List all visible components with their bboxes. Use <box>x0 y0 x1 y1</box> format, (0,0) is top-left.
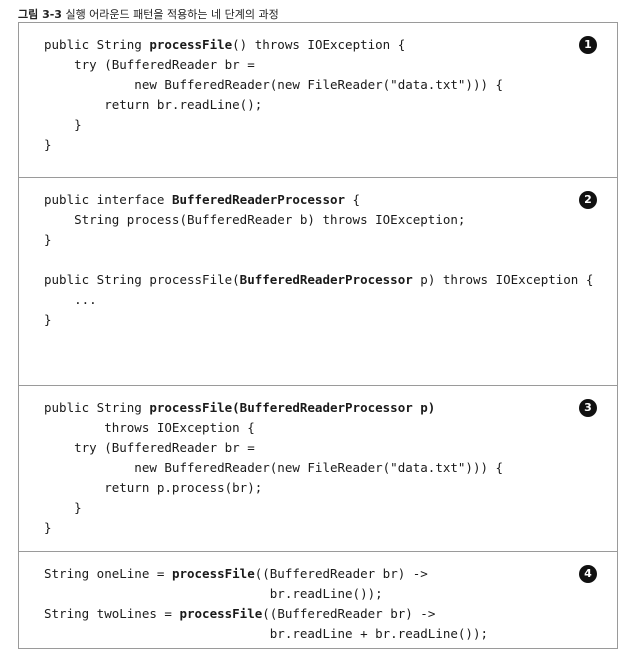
code-line: return br.readLine(); <box>44 95 503 115</box>
code-line: public String processFile(BufferedReader… <box>44 270 593 290</box>
code-line: throws IOException { <box>44 418 503 438</box>
code-token: return p.process(br); <box>44 480 263 495</box>
code-token: ... <box>44 292 97 307</box>
code-line: new BufferedReader(new FileReader("data.… <box>44 458 503 478</box>
step-badge: 2 <box>579 191 597 209</box>
code-token: new BufferedReader(new FileReader("data.… <box>44 460 504 475</box>
code-panel-1: public String processFile() throws IOExc… <box>19 23 617 177</box>
code-line: public String processFile() throws IOExc… <box>44 35 503 55</box>
code-line: br.readLine()); <box>44 584 488 604</box>
code-token: ((BufferedReader br) -> <box>254 566 428 581</box>
figure-frame: public String processFile() throws IOExc… <box>18 22 618 649</box>
code-line: ... <box>44 290 593 310</box>
code-token: public String <box>44 400 150 415</box>
code-token-bold: processFile <box>149 37 233 52</box>
code-line: public interface BufferedReaderProcessor… <box>44 190 593 210</box>
code-token: } <box>44 520 52 535</box>
code-line: } <box>44 498 503 518</box>
code-token: String oneLine = <box>44 566 172 581</box>
code-panel-2: public interface BufferedReaderProcessor… <box>19 177 617 385</box>
code-block: public interface BufferedReaderProcessor… <box>44 190 593 330</box>
figure-caption: 그림 3-3 실행 어라운드 패턴을 적용하는 네 단계의 과정 <box>18 6 279 22</box>
code-token: String twoLines = <box>44 606 180 621</box>
code-line: try (BufferedReader br = <box>44 55 503 75</box>
code-token: br.readLine + br.readLine()); <box>44 626 489 641</box>
code-line: String process(BufferedReader b) throws … <box>44 210 593 230</box>
code-token: throws IOException { <box>44 420 255 435</box>
code-line: } <box>44 310 593 330</box>
code-token: } <box>44 232 52 247</box>
code-token: } <box>44 312 52 327</box>
code-line: return p.process(br); <box>44 478 503 498</box>
code-block: String oneLine = processFile((BufferedRe… <box>44 564 488 644</box>
code-token: () throws IOException { <box>232 37 406 52</box>
code-line: } <box>44 115 503 135</box>
step-badge: 4 <box>579 565 597 583</box>
code-token-bold: processFile <box>179 606 263 621</box>
code-token: public String processFile( <box>44 272 240 287</box>
code-line: br.readLine + br.readLine()); <box>44 624 488 644</box>
code-token-bold: processFile <box>171 566 255 581</box>
code-token: p) throws IOException { <box>412 272 594 287</box>
code-line: } <box>44 230 593 250</box>
code-line: String twoLines = processFile((BufferedR… <box>44 604 488 624</box>
figure-number: 그림 3-3 <box>18 8 62 21</box>
code-token: try (BufferedReader br = <box>44 57 255 72</box>
code-line: new BufferedReader(new FileReader("data.… <box>44 75 503 95</box>
step-badge: 3 <box>579 399 597 417</box>
code-token: new BufferedReader(new FileReader("data.… <box>44 77 504 92</box>
code-block: public String processFile() throws IOExc… <box>44 35 503 155</box>
code-panel-3: public String processFile(BufferedReader… <box>19 385 617 551</box>
code-line: } <box>44 135 503 155</box>
code-token: } <box>44 117 82 132</box>
code-token-bold: BufferedReaderProcessor <box>239 272 413 287</box>
code-token: public String <box>44 37 150 52</box>
code-line: public String processFile(BufferedReader… <box>44 398 503 418</box>
code-line <box>44 250 593 270</box>
code-token: try (BufferedReader br = <box>44 440 255 455</box>
code-line: try (BufferedReader br = <box>44 438 503 458</box>
code-token: ((BufferedReader br) -> <box>262 606 436 621</box>
figure-caption-text: 실행 어라운드 패턴을 적용하는 네 단계의 과정 <box>61 8 279 21</box>
step-badge: 1 <box>579 36 597 54</box>
code-token-bold: processFile(BufferedReaderProcessor p) <box>149 400 436 415</box>
code-token: String process(BufferedReader b) throws … <box>44 212 466 227</box>
code-token: } <box>44 137 52 152</box>
code-token: public interface <box>44 192 172 207</box>
code-token: } <box>44 500 82 515</box>
code-token: return br.readLine(); <box>44 97 263 112</box>
code-line: String oneLine = processFile((BufferedRe… <box>44 564 488 584</box>
code-line: } <box>44 518 503 538</box>
code-block: public String processFile(BufferedReader… <box>44 398 503 538</box>
code-token: { <box>345 192 361 207</box>
code-panel-4: String oneLine = processFile((BufferedRe… <box>19 551 617 648</box>
code-token-bold: BufferedReaderProcessor <box>171 192 346 207</box>
code-token: br.readLine()); <box>44 586 383 601</box>
